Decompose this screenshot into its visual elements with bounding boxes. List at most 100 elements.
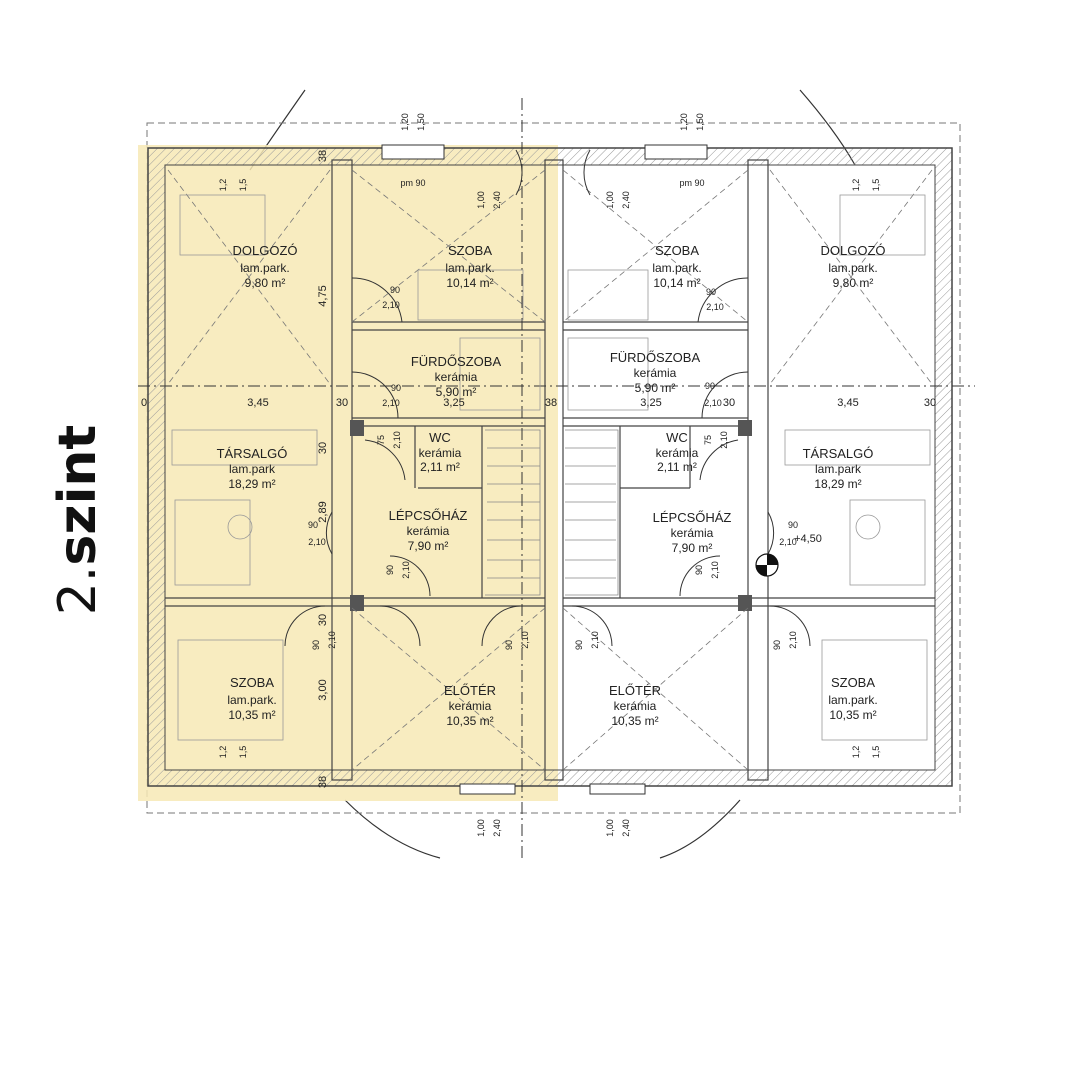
room-name: SZOBA (230, 675, 274, 690)
dim-label: 2,10 (520, 631, 530, 649)
dim-label: 4,75 (317, 285, 329, 306)
dim-label: 2,40 (621, 191, 631, 209)
dim-label: 1,5 (238, 746, 248, 759)
room-area: 7,90 m² (672, 541, 713, 555)
room-area: 5,90 m² (436, 385, 477, 399)
room-floor: kerámia (656, 446, 699, 460)
dim-label: 1,50 (416, 113, 426, 131)
dim-label: 90 (311, 640, 321, 650)
dim-label: 1,20 (400, 113, 410, 131)
room-area: 18,29 m² (814, 477, 861, 491)
window-sill-label: pm 90 (400, 178, 425, 188)
grid-axes (138, 98, 975, 862)
room-r-wc: WC kerámia 2,11 m² (656, 430, 699, 474)
dim-label: 2,10 (706, 302, 724, 312)
dim-label: 75 (376, 435, 386, 445)
room-floor: lam.park. (445, 261, 494, 275)
room-area: 10,35 m² (611, 714, 658, 728)
room-area: 10,35 m² (446, 714, 493, 728)
dim-label: 2,10 (327, 631, 337, 649)
room-area: 10,35 m² (228, 708, 275, 722)
dim-label: 1,5 (871, 746, 881, 759)
room-area: 5,90 m² (635, 381, 676, 395)
dim-label: 1,2 (218, 179, 228, 192)
dim-label: 38 (317, 150, 329, 162)
vertical-dimensions: 4,75 38 30 2,89 30 3,00 38 (317, 150, 329, 788)
room-floor: kerámia (419, 446, 462, 460)
dim-label: 1,5 (871, 179, 881, 192)
outline-dashed (146, 122, 961, 814)
dim-label: 2,10 (590, 631, 600, 649)
dim-label: 30 (336, 397, 348, 409)
room-area: 10,14 m² (653, 276, 700, 290)
room-area: 9,80 m² (245, 276, 286, 290)
dim-label: 3,45 (247, 397, 268, 409)
room-area: 10,35 m² (829, 708, 876, 722)
dim-label: 2,89 (317, 501, 329, 522)
room-name: TÁRSALGÓ (217, 446, 288, 461)
windows (381, 144, 708, 795)
dim-label: 30 (317, 442, 329, 454)
dim-label: 2,10 (719, 431, 729, 449)
level-label: +4,50 (794, 533, 822, 545)
dim-label: 1,00 (476, 191, 486, 209)
room-area: 10,14 m² (446, 276, 493, 290)
room-floor: lam.park (229, 462, 276, 476)
room-floor: kerámia (449, 699, 492, 713)
door-arcs (284, 149, 811, 647)
axis-dimensions: 0 3,45 30 3,25 38 3,25 30 3,45 30 (141, 397, 936, 409)
room-name: SZOBA (655, 243, 699, 258)
dim-label: 2,10 (710, 561, 720, 579)
dim-label: 2,10 (308, 537, 326, 547)
dim-label: 90 (772, 640, 782, 650)
dim-label: 30 (924, 397, 936, 409)
dim-label: 2,10 (779, 537, 797, 547)
dim-label: 1,2 (851, 179, 861, 192)
room-name: WC (666, 430, 688, 445)
room-area: 2,11 m² (657, 460, 697, 474)
window-sill-label: pm 90 (679, 178, 704, 188)
room-l-tarsalgo: TÁRSALGÓ lam.park 18,29 m² (217, 446, 288, 491)
room-r-szoba-bot: SZOBA lam.park. 10,35 m² (828, 675, 877, 722)
dim-label: 1,00 (605, 191, 615, 209)
dim-label: 1,00 (605, 819, 615, 837)
room-floor: kerámia (671, 526, 714, 540)
dim-label: 1,2 (851, 746, 861, 759)
dim-label: 30 (723, 397, 735, 409)
dim-label: 90 (788, 520, 798, 530)
room-floor: lam.park. (227, 693, 276, 707)
unit-highlight (138, 145, 558, 801)
room-name: SZOBA (448, 243, 492, 258)
room-name: DOLGOZÓ (232, 243, 297, 258)
room-r-furdo: FÜRDŐSZOBA kerámia 5,90 m² (610, 350, 701, 395)
room-l-furdo: FÜRDŐSZOBA kerámia 5,90 m² (411, 354, 502, 399)
room-name: LÉPCSŐHÁZ (653, 510, 732, 525)
dim-label: 1,20 (679, 113, 689, 131)
room-floor: lam.park. (652, 261, 701, 275)
furniture (171, 194, 931, 741)
room-l-lepcso: LÉPCSŐHÁZ kerámia 7,90 m² (389, 508, 468, 553)
dim-label: 30 (317, 614, 329, 626)
room-name: SZOBA (831, 675, 875, 690)
dim-label: 2,10 (704, 398, 722, 408)
dim-label: 2,10 (392, 431, 402, 449)
room-l-wc: WC kerámia 2,11 m² (419, 430, 462, 474)
room-name: FÜRDŐSZOBA (610, 350, 701, 365)
room-name: WC (429, 430, 451, 445)
dim-label: 90 (706, 287, 716, 297)
room-l-eloter: ELŐTÉR kerámia 10,35 m² (444, 683, 496, 728)
room-area: 9,80 m² (833, 276, 874, 290)
dim-label: 90 (390, 285, 400, 295)
room-name: LÉPCSŐHÁZ (389, 508, 468, 523)
dim-label: 3,25 (640, 397, 661, 409)
room-r-szoba-top: SZOBA lam.park. 10,14 m² (652, 243, 701, 290)
opening-dimensions: 1,20 1,50 1,20 1,50 pm 90 pm 90 1,00 2,4… (218, 113, 881, 837)
room-l-szoba-top: SZOBA lam.park. 10,14 m² (445, 243, 494, 290)
dim-label: 3,00 (317, 679, 329, 700)
dim-label: 38 (317, 776, 329, 788)
room-r-dolgozo: DOLGOZÓ lam.park. 9,80 m² (820, 243, 885, 290)
dim-label: 90 (385, 565, 395, 575)
room-r-lepcso: LÉPCSŐHÁZ kerámia 7,90 m² (653, 510, 732, 555)
room-name: TÁRSALGÓ (803, 446, 874, 461)
